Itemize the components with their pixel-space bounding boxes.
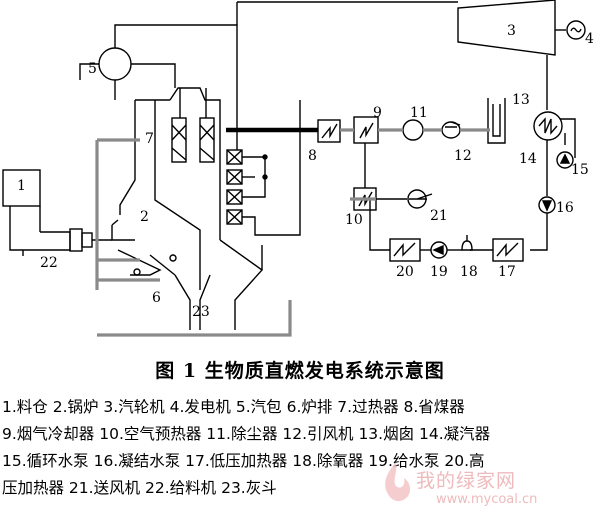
legend-line: 1.料仓 2.锅炉 3.汽轮机 4.发电机 5.汽包 6.炉排 7.过热器 8.… <box>2 398 465 416</box>
biomass-power-system-diagram: 1 2 3 4 5 6 7 8 9 10 11 12 13 14 15 16 1… <box>2 0 594 337</box>
economizer <box>226 149 243 225</box>
label-grate: 6 <box>152 290 161 306</box>
chimney <box>487 98 506 144</box>
label-turbine: 3 <box>507 23 516 39</box>
label-air-preheater: 10 <box>345 212 363 228</box>
legend: 1.料仓 2.锅炉 3.汽轮机 4.发电机 5.汽包 6.炉排 7.过热器 8.… <box>2 394 600 502</box>
low-pressure-heater <box>492 238 524 262</box>
boiler-furnace <box>119 87 221 290</box>
grate <box>117 249 176 276</box>
figure-caption: 图 1 生物质直燃发电系统示意图 <box>155 360 445 382</box>
legend-line: 15.循环水泵 16.凝结水泵 17.低压加热器 18.除氧器 19.给水泵 2… <box>2 452 485 470</box>
legend-line: 9.烟气冷却器 10.空气预热器 11.除尘器 12.引风机 13.烟囱 14.… <box>2 425 491 443</box>
label-hp-heater: 20 <box>396 264 414 280</box>
label-fd-fan: 21 <box>430 208 448 224</box>
label-condenser: 14 <box>519 151 537 167</box>
generator-icon <box>566 20 586 40</box>
circulating-water-pump <box>556 151 574 169</box>
silo <box>2 169 41 207</box>
label-lp-heater: 17 <box>498 264 516 280</box>
condenser <box>533 111 563 141</box>
label-fw-pump: 19 <box>430 264 448 280</box>
label-circ-pump: 15 <box>571 162 589 178</box>
steam-turbine <box>457 0 556 56</box>
label-id-fan: 12 <box>454 148 472 164</box>
flue-gas-cooler <box>317 119 341 143</box>
label-generator: 4 <box>585 31 594 47</box>
label-economizer: 8 <box>308 148 317 164</box>
feeder <box>9 231 71 251</box>
label-feeder: 22 <box>40 255 58 271</box>
steam-drum <box>98 47 132 81</box>
label-silo: 1 <box>17 178 26 194</box>
label-superheater: 7 <box>145 131 154 147</box>
dust-collector <box>402 119 424 141</box>
label-condensate-pump: 16 <box>556 200 574 216</box>
label-ash-hopper: 23 <box>192 304 210 320</box>
ash-hopper <box>174 239 264 330</box>
label-flue-gas-cooler: 9 <box>373 105 382 121</box>
label-deaerator: 18 <box>460 264 478 280</box>
superheater <box>171 117 187 163</box>
label-dust-collector: 11 <box>410 105 428 121</box>
label-boiler: 2 <box>140 209 149 225</box>
legend-line: 压加热器 21.送风机 22.给料机 23.灰斗 <box>2 479 277 497</box>
label-chimney: 13 <box>512 92 530 108</box>
deaerator <box>461 240 473 251</box>
flue-gas-duct <box>95 140 292 337</box>
label-drum: 5 <box>88 61 97 77</box>
high-pressure-heater <box>389 238 421 262</box>
